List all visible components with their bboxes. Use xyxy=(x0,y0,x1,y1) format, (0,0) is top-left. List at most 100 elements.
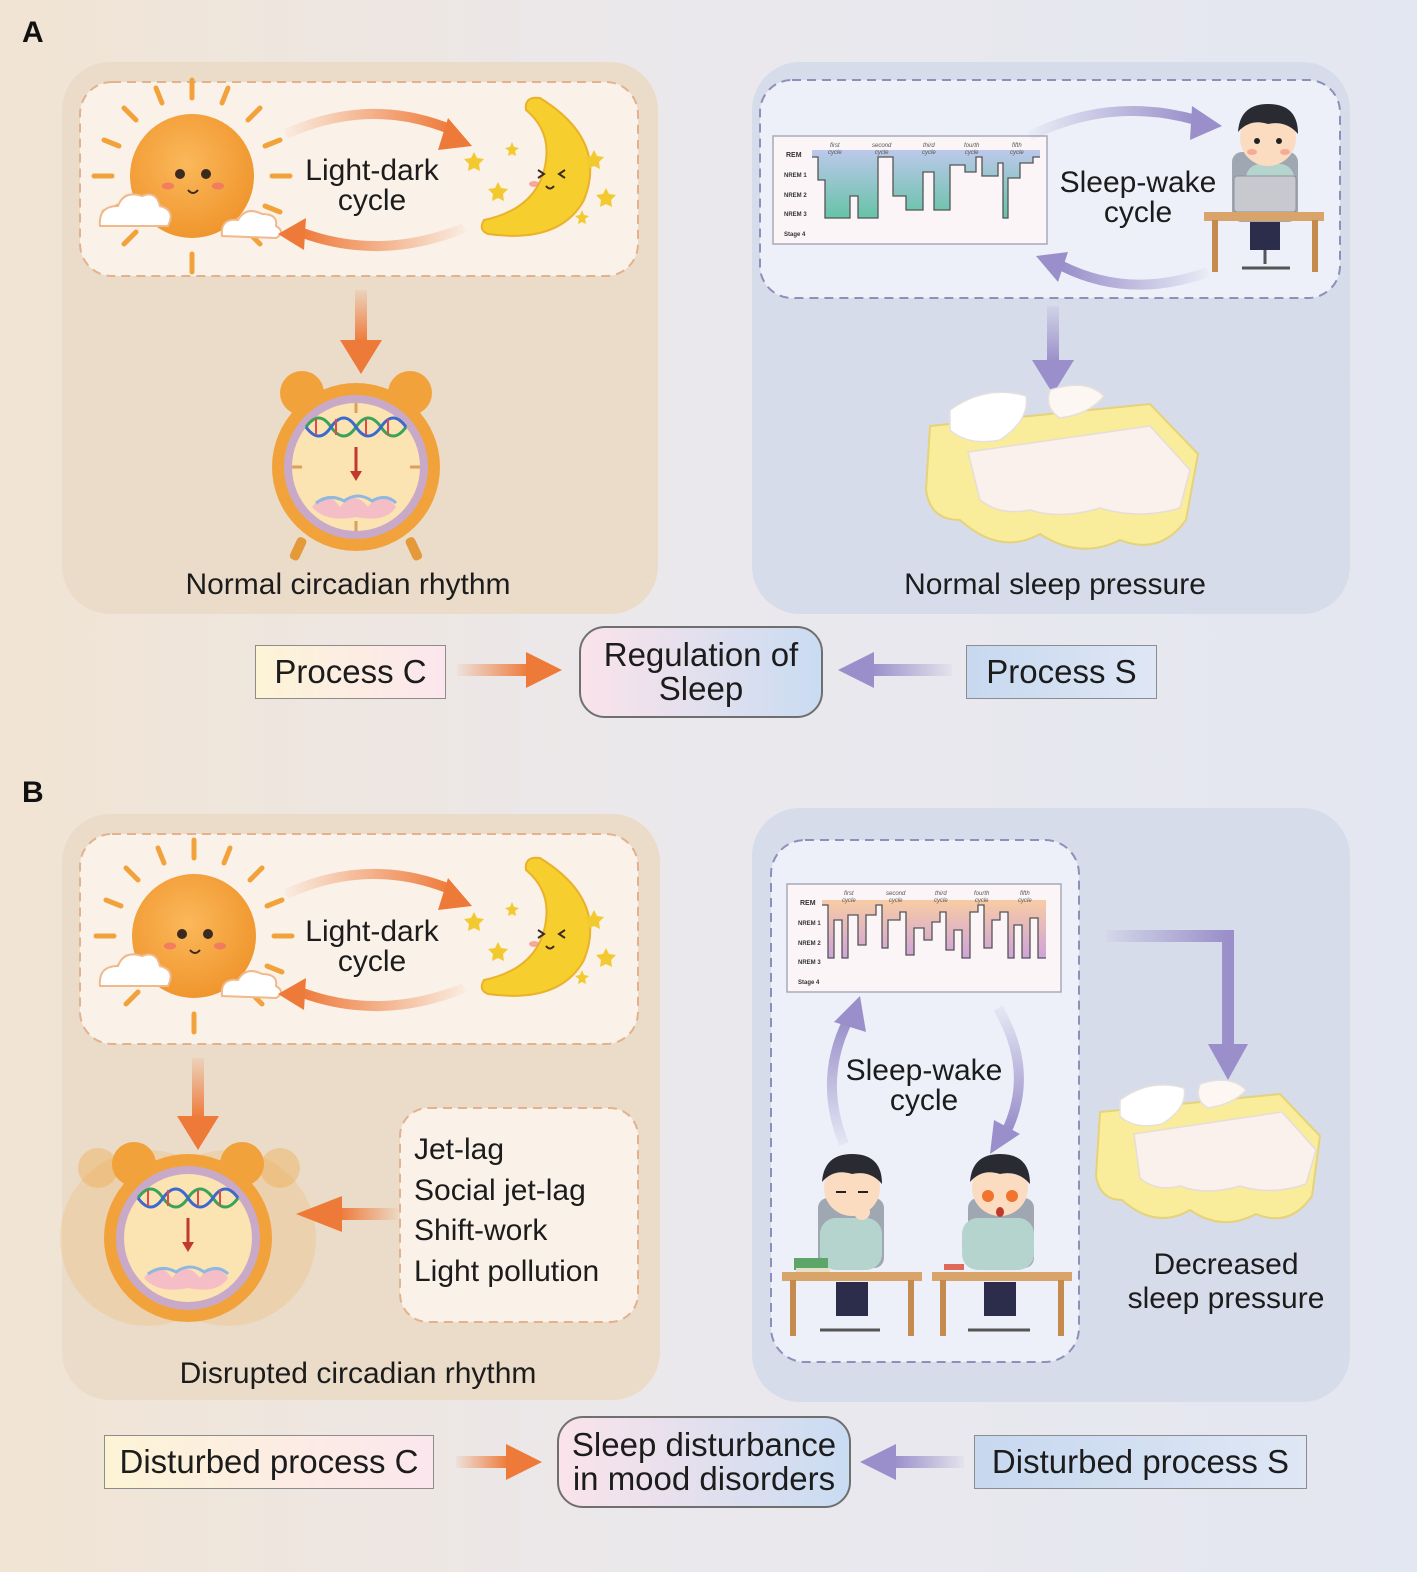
normal-pressure-caption: Normal sleep pressure xyxy=(904,568,1206,601)
stage-label: REM xyxy=(800,900,816,907)
sleep-wake-label-b: Sleep-wake cycle xyxy=(846,1056,1003,1116)
light-dark-label-a: Light-dark cycle xyxy=(305,156,438,216)
light-dark-line1: Light-dark xyxy=(305,915,439,948)
decreased-pressure-caption: Decreased sleep pressure xyxy=(1128,1248,1325,1316)
hypnogram-chart-b xyxy=(786,883,1062,993)
hypnogram-chart-a xyxy=(772,135,1048,245)
arrowhead xyxy=(340,340,382,374)
sleep-wake-line1: Sleep-wake xyxy=(845,1054,1003,1087)
light-dark-line2: cycle xyxy=(337,184,407,217)
cloud-icon xyxy=(98,193,282,240)
disturbed-process-c-box: Disturbed process C xyxy=(104,1435,434,1489)
bed-icon xyxy=(1094,1079,1322,1224)
sleep-wake-line2: cycle xyxy=(1103,196,1173,229)
arrow-disturbed-s xyxy=(894,1456,964,1468)
sleep-wake-label-a: Sleep-wake cycle xyxy=(1060,168,1217,228)
star-icons xyxy=(464,902,616,984)
arrowhead xyxy=(506,1444,542,1480)
stage-label: NREM 2 xyxy=(798,941,821,947)
arrowhead xyxy=(526,652,562,688)
arrow-night-to-day xyxy=(298,983,466,1011)
process-c-box: Process C xyxy=(255,645,446,699)
decreased-line1: Decreased xyxy=(1153,1248,1299,1281)
stage-label: NREM 2 xyxy=(784,193,807,199)
disruptors-box xyxy=(399,1107,639,1323)
sleepy-student-icon xyxy=(782,1154,922,1336)
factor-item: Shift-work xyxy=(414,1214,548,1247)
arrowhead xyxy=(838,652,874,688)
arrow-disruptors-to-clock xyxy=(340,1208,398,1220)
process-s-box: Process S xyxy=(966,645,1157,699)
arrowhead xyxy=(834,996,866,1032)
arrowhead xyxy=(278,218,306,250)
alarm-clock-icon xyxy=(272,371,440,561)
arrow-night-to-day xyxy=(298,223,466,251)
arrowhead xyxy=(177,1116,219,1150)
factor-item: Social jet-lag xyxy=(414,1173,586,1207)
star-icons xyxy=(464,142,616,224)
normal-circadian-caption: Normal circadian rhythm xyxy=(185,568,511,601)
arrow-day-to-night xyxy=(283,869,454,899)
arrowhead xyxy=(1036,252,1068,282)
disturbed-process-s-box: Disturbed process S xyxy=(974,1435,1307,1489)
arrowhead xyxy=(438,878,472,910)
regulation-of-sleep-box: Regulation of Sleep xyxy=(579,626,823,718)
disrupted-alarm-clock-icon xyxy=(60,1142,316,1326)
arrow-wake-to-sleep xyxy=(827,1017,853,1146)
stage-label: Stage 4 xyxy=(784,232,806,238)
arrowhead xyxy=(296,1196,342,1232)
moon-icon xyxy=(480,856,592,997)
stage-label: Stage 4 xyxy=(798,980,820,986)
bed-icon xyxy=(924,384,1200,550)
arrowhead xyxy=(1190,106,1222,140)
factor-item: Light pollution xyxy=(414,1254,600,1288)
arrowhead xyxy=(278,978,306,1010)
light-dark-line1: Light-dark xyxy=(305,154,439,187)
person-working-icon xyxy=(1204,104,1324,272)
arrow-wake-to-sleep xyxy=(1059,261,1210,290)
arrowhead xyxy=(1208,1044,1248,1080)
circadian-disruptors-list: Jet-lag Social jet-lag Shift-work Light … xyxy=(414,1130,599,1292)
arrowhead xyxy=(1032,360,1074,394)
light-dark-label-b: Light-dark cycle xyxy=(305,917,438,977)
arrow-sleep-to-wake xyxy=(1027,106,1198,141)
stage-label: NREM 3 xyxy=(784,212,807,218)
arrow-process-c xyxy=(457,664,529,676)
arrow-disturbed-c xyxy=(456,1456,508,1468)
arrow-process-s xyxy=(872,664,952,676)
sleep-wake-line2: cycle xyxy=(889,1084,959,1117)
light-dark-line2: cycle xyxy=(337,945,407,978)
arrowhead xyxy=(860,1444,896,1480)
factor-item: Jet-lag xyxy=(414,1133,505,1166)
regulation-line1: Regulation of xyxy=(603,636,799,673)
stage-label: NREM 1 xyxy=(798,921,821,927)
arrow-day-to-night xyxy=(283,109,454,139)
moon-icon xyxy=(480,96,592,237)
arrow-sleep-to-wake xyxy=(993,1005,1024,1131)
panel-label-b: B xyxy=(22,776,44,809)
sleep-wake-line1: Sleep-wake xyxy=(1059,166,1217,199)
stage-label: NREM 3 xyxy=(798,960,821,966)
outcome-line1: Sleep disturbance xyxy=(571,1426,837,1463)
cloud-icon xyxy=(98,953,282,1000)
regulation-line2: Sleep xyxy=(658,670,744,707)
decreased-line2: sleep pressure xyxy=(1127,1282,1325,1315)
arrowhead xyxy=(990,1120,1020,1154)
disrupted-circadian-caption: Disrupted circadian rhythm xyxy=(179,1357,537,1390)
outcome-line2: in mood disorders xyxy=(572,1460,836,1497)
panel-label-a: A xyxy=(22,16,44,49)
arrow-down-circadian xyxy=(192,1058,204,1118)
angry-student-icon xyxy=(932,1154,1072,1336)
stage-label: NREM 1 xyxy=(784,173,807,179)
